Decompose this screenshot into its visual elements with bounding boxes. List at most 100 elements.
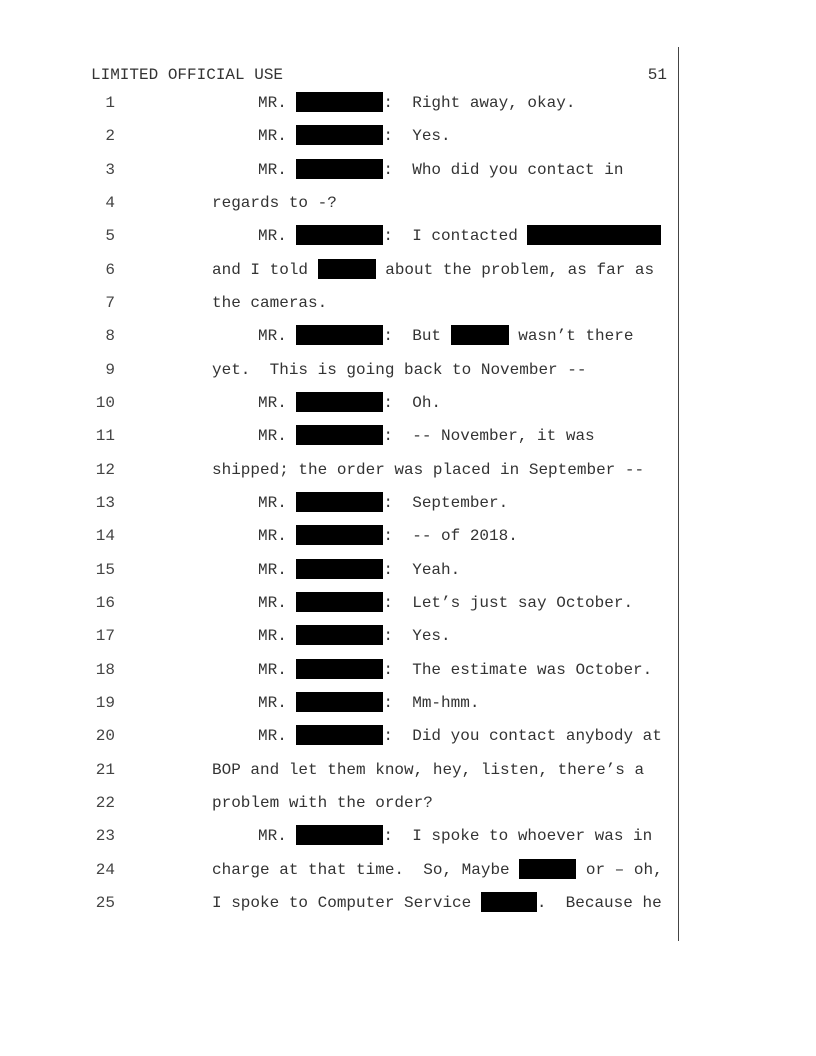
text-segment: : The estimate was October. bbox=[383, 660, 653, 679]
line-text: MR. : Yeah. bbox=[258, 558, 461, 581]
redaction-box bbox=[296, 725, 384, 746]
redaction-box bbox=[296, 691, 384, 712]
redaction-box bbox=[527, 225, 662, 246]
redaction-box bbox=[296, 558, 384, 579]
line-text: MR. : September. bbox=[258, 491, 509, 514]
text-segment: : Oh. bbox=[383, 393, 442, 412]
line-number: 17 bbox=[95, 627, 115, 646]
text-segment: : Yes. bbox=[383, 127, 451, 146]
redaction-box bbox=[296, 591, 384, 612]
line-text: the cameras. bbox=[212, 292, 327, 314]
line-text: MR. : Did you contact anybody at bbox=[258, 725, 662, 747]
line-number: 18 bbox=[95, 660, 115, 679]
text-segment: yet. This is going back to November -- bbox=[212, 360, 587, 379]
text-segment: MR. bbox=[258, 593, 297, 612]
text-segment: : I contacted bbox=[383, 227, 528, 246]
line-number: 25 bbox=[95, 893, 115, 912]
text-segment: I spoke to Computer Service bbox=[212, 893, 481, 912]
line-number: 11 bbox=[95, 427, 115, 446]
redaction-box bbox=[296, 658, 384, 679]
line-text: shipped; the order was placed in Septemb… bbox=[212, 459, 644, 481]
line-number: 19 bbox=[95, 693, 115, 712]
line-text: BOP and let them know, hey, listen, ther… bbox=[212, 759, 644, 781]
line-text: MR. : Yes. bbox=[258, 125, 451, 147]
text-segment: MR. bbox=[258, 493, 297, 512]
text-segment: MR. bbox=[258, 827, 297, 846]
redaction-box bbox=[296, 391, 384, 412]
text-segment: : Did you contact anybody at bbox=[383, 727, 662, 746]
text-segment: MR. bbox=[258, 327, 297, 346]
text-segment: MR. bbox=[258, 94, 297, 112]
text-segment: : September. bbox=[383, 493, 509, 512]
line-number: 1 bbox=[105, 94, 115, 112]
line-number: 9 bbox=[105, 360, 115, 379]
text-segment: charge at that time. So, Maybe bbox=[212, 860, 520, 879]
redaction-box bbox=[519, 858, 577, 879]
line-text: yet. This is going back to November -- bbox=[212, 359, 586, 381]
text-segment: : Let’s just say October. bbox=[383, 593, 634, 612]
page-number: 51 bbox=[647, 66, 667, 84]
line-text: MR. : Oh. bbox=[258, 391, 442, 414]
line-number: 4 bbox=[105, 193, 115, 212]
line-text: MR. : I spoke to whoever was in bbox=[258, 825, 652, 847]
redaction-box bbox=[450, 325, 509, 346]
line-text: MR. : Right away, okay. bbox=[258, 92, 575, 114]
text-segment: MR. bbox=[258, 160, 297, 179]
redaction-box bbox=[296, 425, 384, 446]
redaction-box bbox=[296, 825, 384, 846]
redaction-box bbox=[296, 225, 384, 246]
text-segment: : -- of 2018. bbox=[383, 527, 518, 546]
text-segment: MR. bbox=[258, 660, 297, 679]
redaction-box bbox=[296, 125, 384, 146]
line-text: MR. : Let’s just say October. bbox=[258, 591, 634, 614]
line-number: 16 bbox=[95, 593, 115, 612]
text-segment: : Mm-hmm. bbox=[383, 693, 480, 712]
line-number: 23 bbox=[95, 827, 115, 846]
redaction-box bbox=[296, 158, 384, 179]
line-number: 24 bbox=[95, 860, 115, 879]
text-segment: MR. bbox=[258, 393, 297, 412]
text-segment: : Right away, okay. bbox=[383, 94, 576, 112]
line-text: MR. : The estimate was October. bbox=[258, 658, 653, 681]
text-segment: problem with the order? bbox=[212, 793, 433, 812]
line-text: and I told about the problem, as far as bbox=[212, 258, 654, 281]
line-number: 6 bbox=[105, 260, 115, 279]
text-segment: MR. bbox=[258, 427, 297, 446]
text-segment: the cameras. bbox=[212, 293, 328, 312]
line-number: 8 bbox=[105, 327, 115, 346]
text-segment: wasn’t there bbox=[508, 327, 634, 346]
line-number: 3 bbox=[105, 160, 115, 179]
text-segment: : -- November, it was bbox=[383, 427, 595, 446]
line-number: 13 bbox=[95, 493, 115, 512]
redaction-box bbox=[296, 525, 384, 546]
text-segment: MR. bbox=[258, 527, 297, 546]
redaction-box bbox=[296, 92, 384, 112]
text-segment: . Because he bbox=[536, 893, 662, 912]
line-text: MR. : Mm-hmm. bbox=[258, 691, 480, 714]
line-number: 5 bbox=[105, 227, 115, 246]
line-number: 2 bbox=[105, 127, 115, 146]
redaction-box bbox=[296, 491, 384, 512]
line-number: 14 bbox=[95, 527, 115, 546]
text-segment: MR. bbox=[258, 227, 297, 246]
text-segment: : Yes. bbox=[383, 627, 451, 646]
margin-rule bbox=[678, 47, 679, 941]
text-segment: or – oh, bbox=[576, 860, 663, 879]
line-number: 12 bbox=[95, 460, 115, 479]
line-text: MR. : Yes. bbox=[258, 625, 451, 647]
text-segment: MR. bbox=[258, 560, 297, 579]
line-number: 22 bbox=[95, 793, 115, 812]
redaction-box bbox=[296, 325, 384, 346]
text-segment: : I spoke to whoever was in bbox=[383, 827, 653, 846]
text-segment: MR. bbox=[258, 627, 297, 646]
text-segment: shipped; the order was placed in Septemb… bbox=[212, 460, 645, 479]
line-number: 15 bbox=[95, 560, 115, 579]
text-segment: : Yeah. bbox=[383, 560, 461, 579]
text-segment: MR. bbox=[258, 693, 297, 712]
line-text: MR. : I contacted bbox=[258, 225, 662, 247]
redaction-box bbox=[480, 891, 537, 912]
line-text: MR. : -- November, it was bbox=[258, 425, 595, 447]
redaction-box bbox=[317, 258, 376, 279]
line-text: problem with the order? bbox=[212, 792, 433, 814]
line-text: charge at that time. So, Maybe or – oh, bbox=[212, 858, 663, 881]
